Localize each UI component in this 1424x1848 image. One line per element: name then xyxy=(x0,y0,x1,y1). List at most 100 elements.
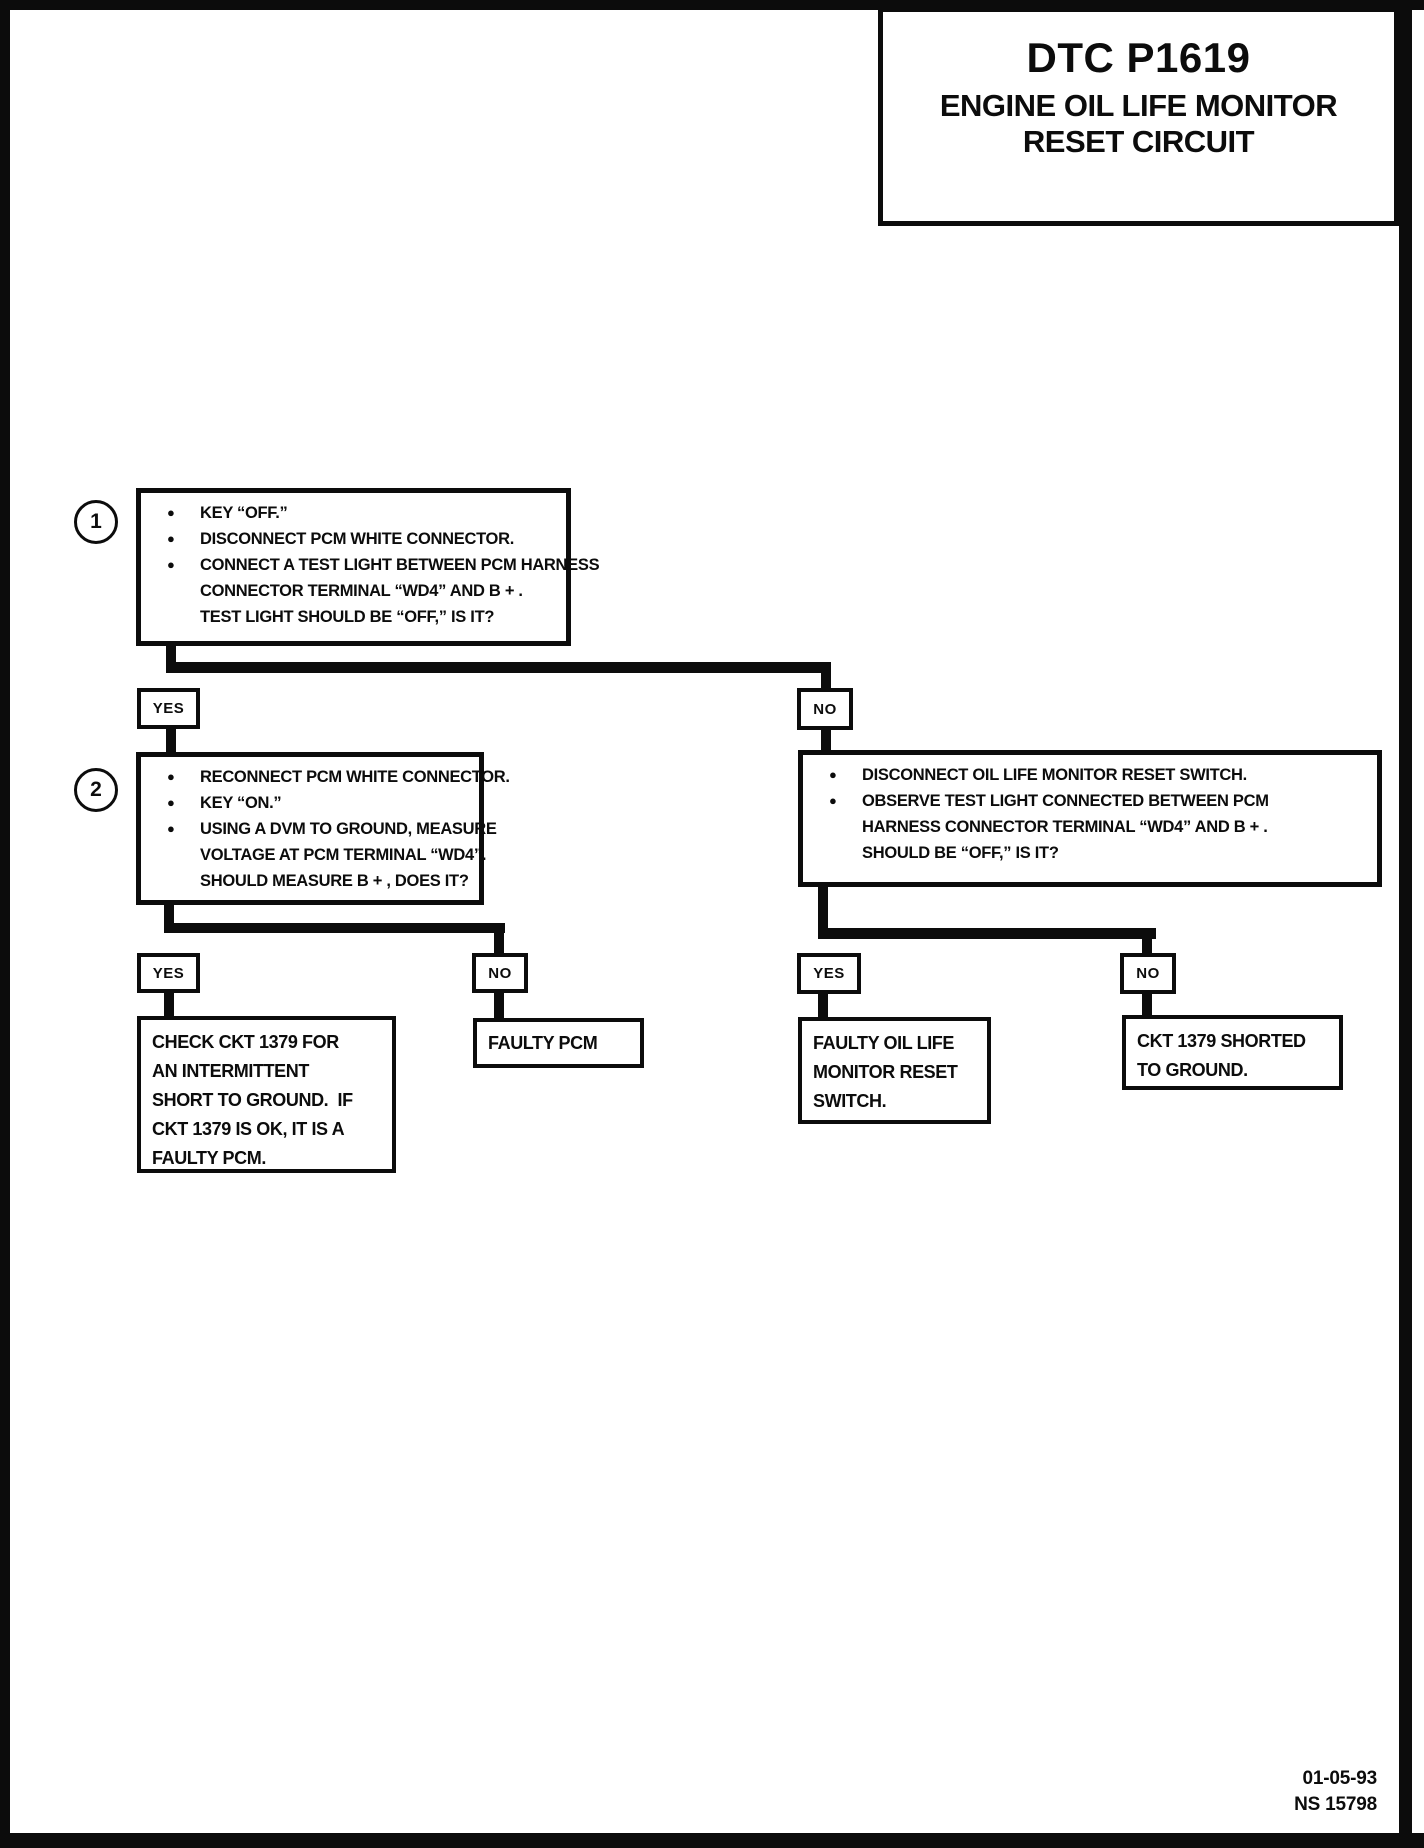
footer-date: 01-05-93 xyxy=(1302,1768,1378,1789)
bullet-icon: ● xyxy=(167,505,175,520)
terminal-text: CHECK CKT 1379 FOR xyxy=(152,1032,339,1052)
title-box: DTC P1619 ENGINE OIL LIFE MONITOR RESET … xyxy=(878,7,1399,226)
terminal-text: FAULTY PCM xyxy=(488,1032,598,1053)
bullet-icon: ● xyxy=(167,769,175,784)
decision-label: NO xyxy=(488,964,512,982)
step-1-number: 1 xyxy=(90,510,102,533)
terminal-text: MONITOR RESET xyxy=(813,1062,958,1082)
instruction-line: ● OBSERVE TEST LIGHT CONNECTED BETWEEN P… xyxy=(829,788,1373,814)
terminal-text: SWITCH. xyxy=(813,1091,887,1111)
connector-branch2-horizontal xyxy=(164,923,505,933)
instruction-text: KEY “OFF.” xyxy=(200,504,288,522)
decision-label: NO xyxy=(1136,965,1160,982)
terminal-text: CKT 1379 SHORTED xyxy=(1137,1031,1306,1051)
instruction-line: SHOULD BE “OFF,” IS IT? xyxy=(829,840,1373,866)
terminal-text: FAULTY OIL LIFE xyxy=(813,1033,955,1053)
terminal-faulty-reset-switch: FAULTY OIL LIFE MONITOR RESET SWITCH. xyxy=(798,1017,991,1124)
circuit-name: ENGINE OIL LIFE MONITOR RESET CIRCUIT xyxy=(883,88,1394,160)
instruction-line: ● DISCONNECT PCM WHITE CONNECTOR. xyxy=(167,526,562,552)
no-branch-instruction-box: ● DISCONNECT OIL LIFE MONITOR RESET SWIT… xyxy=(798,750,1382,887)
decision-yes-2: YES xyxy=(137,953,200,993)
instruction-line: CONNECTOR TERMINAL “WD4” AND B + . xyxy=(167,578,562,604)
bullet-icon xyxy=(829,840,862,866)
connector-yes2-drop xyxy=(164,991,174,1018)
connector-step1-drop xyxy=(166,644,176,672)
step-1-badge: 1 xyxy=(74,500,118,544)
decision-no-2: NO xyxy=(472,953,528,993)
bullet-icon: ● xyxy=(167,821,175,836)
circuit-name-line1: ENGINE OIL LIFE MONITOR xyxy=(939,88,1338,123)
instruction-text: CONNECTOR TERMINAL “WD4” AND B + . xyxy=(200,582,523,600)
bullet-icon: ● xyxy=(167,531,175,546)
bullet-icon xyxy=(167,868,200,894)
connector-nobranch-drop xyxy=(818,884,828,932)
instruction-line: TEST LIGHT SHOULD BE “OFF,” IS IT? xyxy=(167,604,562,630)
page-border-bottom xyxy=(0,1833,1424,1848)
footer-doc-number: NS 15798 xyxy=(1294,1794,1377,1815)
bullet-icon xyxy=(829,814,862,840)
connector-no1-drop xyxy=(821,728,831,752)
terminal-text: CKT 1379 IS OK, IT IS A xyxy=(152,1119,345,1139)
instruction-line: ● KEY “OFF.” xyxy=(167,500,562,526)
connector-branch1-horizontal xyxy=(166,662,831,673)
decision-no-3: NO xyxy=(1120,953,1176,994)
instruction-line: HARNESS CONNECTOR TERMINAL “WD4” AND B +… xyxy=(829,814,1373,840)
instruction-line: ● USING A DVM TO GROUND, MEASURE xyxy=(167,816,497,842)
connector-branch3-horizontal xyxy=(818,928,1156,939)
step-2-number: 2 xyxy=(90,778,102,801)
connector-branch2-no-drop xyxy=(494,931,504,955)
instruction-text: TEST LIGHT SHOULD BE “OFF,” IS IT? xyxy=(200,608,495,626)
connector-no3-drop xyxy=(1142,992,1152,1017)
terminal-text: AN INTERMITTENT xyxy=(152,1061,309,1081)
step-2-badge: 2 xyxy=(74,768,118,812)
terminal-text: TO GROUND. xyxy=(1137,1060,1248,1080)
connector-no2-drop xyxy=(494,991,504,1020)
instruction-text: KEY “ON.” xyxy=(200,794,282,812)
page-border-top xyxy=(0,0,1424,10)
instruction-text: OBSERVE TEST LIGHT CONNECTED BETWEEN PCM xyxy=(862,792,1269,810)
bullet-icon: ● xyxy=(829,767,837,782)
decision-label: YES xyxy=(152,964,185,982)
connector-branch3-no-drop xyxy=(1142,937,1152,955)
connector-yes3-drop xyxy=(818,992,828,1019)
decision-yes-1: YES xyxy=(137,688,200,729)
bullet-icon: ● xyxy=(167,557,175,572)
decision-label: YES xyxy=(152,700,185,717)
terminal-text: FAULTY PCM. xyxy=(152,1148,266,1168)
step-2-instruction-box: ● RECONNECT PCM WHITE CONNECTOR. ● KEY “… xyxy=(136,752,510,905)
dtc-code: DTC P1619 xyxy=(1026,34,1251,81)
instruction-text: VOLTAGE AT PCM TERMINAL “WD4”. xyxy=(200,846,487,864)
terminal-faulty-pcm: FAULTY PCM xyxy=(473,1018,644,1068)
connector-branch1-no-drop xyxy=(821,670,831,690)
circuit-name-line2: RESET CIRCUIT xyxy=(1022,124,1255,159)
page-border-left xyxy=(0,0,10,1848)
decision-yes-3: YES xyxy=(797,953,861,994)
decision-label: YES xyxy=(813,965,845,982)
instruction-text: SHOULD BE “OFF,” IS IT? xyxy=(862,844,1059,862)
instruction-text: HARNESS CONNECTOR TERMINAL “WD4” AND B +… xyxy=(862,818,1268,836)
decision-no-1: NO xyxy=(797,688,853,730)
instruction-line: ● RECONNECT PCM WHITE CONNECTOR. xyxy=(167,764,510,790)
bullet-icon: ● xyxy=(167,795,175,810)
bullet-icon xyxy=(167,604,200,630)
connector-step2-drop xyxy=(164,903,174,927)
bullet-icon xyxy=(167,842,200,868)
footer: 01-05-93 NS 15798 xyxy=(1187,1766,1377,1818)
instruction-line: ● CONNECT A TEST LIGHT BETWEEN PCM HARNE… xyxy=(167,552,600,578)
instruction-line: ● KEY “ON.” xyxy=(167,790,475,816)
bullet-icon xyxy=(167,578,200,604)
terminal-ckt-shorted: CKT 1379 SHORTED TO GROUND. xyxy=(1122,1015,1343,1090)
instruction-text: RECONNECT PCM WHITE CONNECTOR. xyxy=(200,768,510,786)
instruction-text: USING A DVM TO GROUND, MEASURE xyxy=(200,820,497,838)
instruction-text: DISCONNECT PCM WHITE CONNECTOR. xyxy=(200,530,514,548)
instruction-text: CONNECT A TEST LIGHT BETWEEN PCM HARNESS xyxy=(200,556,600,574)
terminal-check-ckt-1379: CHECK CKT 1379 FOR AN INTERMITTENT SHORT… xyxy=(137,1016,396,1173)
instruction-text: DISCONNECT OIL LIFE MONITOR RESET SWITCH… xyxy=(862,766,1247,784)
page-border-right xyxy=(1399,0,1412,1848)
bullet-icon: ● xyxy=(829,793,837,808)
instruction-line: ● DISCONNECT OIL LIFE MONITOR RESET SWIT… xyxy=(829,762,1373,788)
instruction-text: SHOULD MEASURE B + , DOES IT? xyxy=(200,872,469,890)
instruction-line: VOLTAGE AT PCM TERMINAL “WD4”. xyxy=(167,842,486,868)
connector-yes1-drop xyxy=(166,727,176,754)
